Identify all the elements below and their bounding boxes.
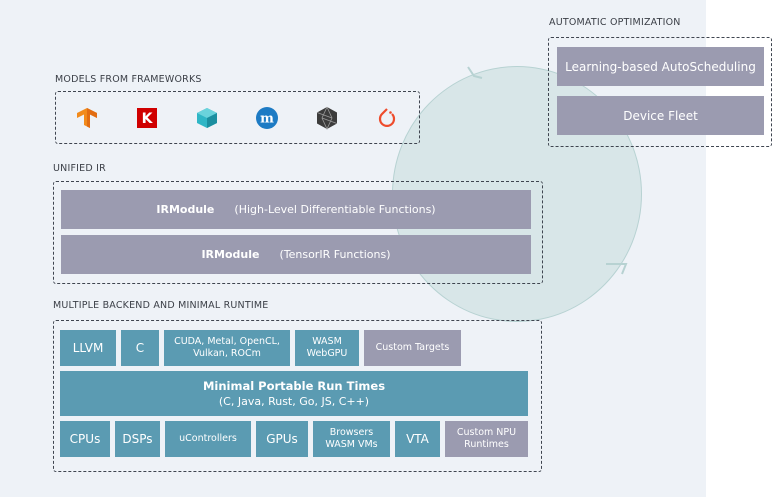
vta-box: VTA [395, 421, 440, 457]
ucontrollers-box: uControllers [165, 421, 251, 457]
cycle-arrow-top-icon [467, 66, 483, 79]
automatic-optimization-label: AUTOMATIC OPTIMIZATION [549, 17, 681, 28]
svg-text:m: m [260, 112, 274, 127]
irmodule-description: (High-Level Differentiable Functions) [234, 203, 436, 216]
runtime-title: Minimal Portable Run Times [202, 378, 386, 393]
runtime-box: Minimal Portable Run Times (C, Java, Rus… [60, 371, 528, 416]
c-target-box: C [121, 330, 159, 366]
backend-group [53, 320, 542, 472]
models-from-frameworks-label: MODELS FROM FRAMEWORKS [55, 74, 202, 85]
device-fleet-box: Device Fleet [557, 96, 764, 135]
gpu-apis-line2: Vulkan, ROCm [193, 348, 261, 359]
unified-ir-label: UNIFIED IR [53, 163, 106, 174]
tensorflow-icon [75, 106, 99, 130]
npu-line2: Runtimes [464, 439, 509, 450]
frameworks-group [55, 91, 420, 144]
svg-text:K: K [142, 111, 154, 127]
llvm-target-box: LLVM [60, 330, 116, 366]
wasm-target-box: WASM WebGPU [295, 330, 359, 366]
onnx-icon [315, 106, 339, 130]
wasm-line1: WASM [312, 336, 342, 347]
irmodule-description: (TensorIR Functions) [279, 248, 391, 261]
irmodule-name: IRModule [156, 203, 215, 216]
gpu-apis-target-box: CUDA, Metal, OpenCL, Vulkan, ROCm [164, 330, 290, 366]
wasm-line2: WebGPU [306, 348, 348, 359]
browsers-box: Browsers WASM VMs [313, 421, 390, 457]
cpus-box: CPUs [60, 421, 110, 457]
mxnet-icon: m [255, 106, 279, 130]
browsers-line2: WASM VMs [325, 439, 378, 450]
gpus-box: GPUs [256, 421, 308, 457]
irmodule-name: IRModule [201, 248, 260, 261]
tflite-icon [195, 106, 219, 130]
custom-npu-box: Custom NPU Runtimes [445, 421, 528, 457]
automatic-optimization-group [548, 37, 772, 147]
unified-ir-group [53, 181, 543, 284]
browsers-line1: Browsers [329, 427, 374, 438]
cycle-arrow-bottom-icon [606, 263, 628, 275]
keras-icon: K [135, 106, 159, 130]
custom-targets-box: Custom Targets [364, 330, 461, 366]
autoscheduling-box: Learning-based AutoScheduling [557, 47, 764, 86]
irmodule-high-level-box: IRModule (High-Level Differentiable Func… [61, 190, 531, 229]
dsps-box: DSPs [115, 421, 160, 457]
irmodule-tensorir-box: IRModule (TensorIR Functions) [61, 235, 531, 274]
pytorch-icon [375, 106, 399, 130]
runtime-languages: (C, Java, Rust, Go, JS, C++) [218, 394, 370, 408]
backend-runtime-label: MULTIPLE BACKEND AND MINIMAL RUNTIME [53, 300, 269, 311]
npu-line1: Custom NPU [456, 427, 517, 438]
gpu-apis-line1: CUDA, Metal, OpenCL, [174, 336, 280, 347]
